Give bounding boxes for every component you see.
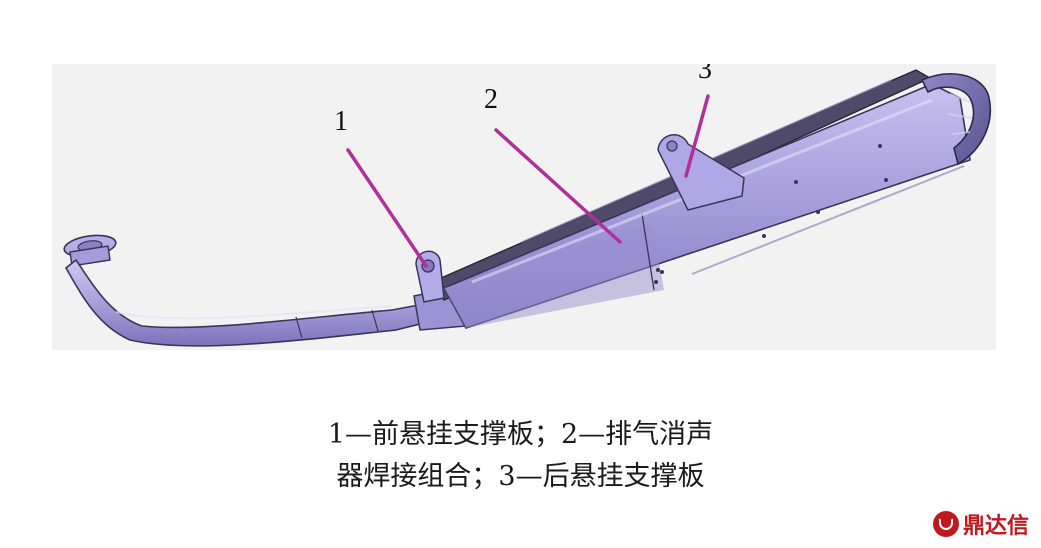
inlet-flange [63, 234, 117, 267]
outlet-end-cap [920, 73, 992, 166]
caption-line-2: 器焊接组合；3—后悬挂支撑板 [336, 461, 705, 492]
rear-mounting-bracket [657, 134, 745, 211]
exhaust-muffler-diagram: 1 2 3 [63, 64, 992, 347]
dingdaxin-logo-icon [932, 511, 959, 537]
rivet-dots [654, 144, 888, 284]
diagram-panel: 1 2 3 [52, 64, 996, 350]
leader-line-1 [346, 148, 428, 268]
leader-line-3 [684, 94, 710, 178]
callout-label-1: 1 [334, 106, 348, 137]
callout-label-2: 2 [484, 84, 498, 115]
front-mounting-bracket [415, 250, 445, 303]
header-pipe [64, 258, 429, 347]
caption-line-1: 1—前悬挂支撑板；2—排气消声 [327, 419, 714, 450]
figure-caption: 1—前悬挂支撑板；2—排气消声 器焊接组合；3—后悬挂支撑板 [0, 414, 1041, 498]
callout-leader-lines [346, 94, 710, 268]
leader-line-2 [494, 128, 622, 244]
watermark: 鼎达信 [932, 506, 1029, 542]
watermark-text: 鼎达信 [962, 514, 1029, 539]
callout-label-3: 3 [698, 64, 712, 85]
